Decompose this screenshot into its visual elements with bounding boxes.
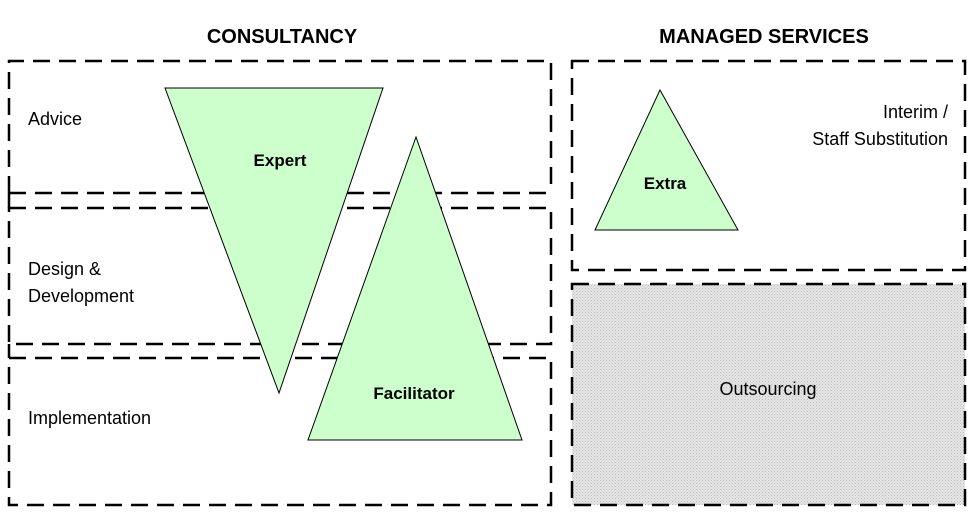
interim-label-line2: Staff Substitution	[812, 129, 948, 149]
design-development-box	[7, 206, 553, 346]
advice-label: Advice	[28, 109, 82, 129]
consultancy-header: CONSULTANCY	[207, 26, 358, 48]
interim-label-line1: Interim /	[883, 102, 948, 122]
extra-label: Extra	[644, 174, 687, 193]
implementation-label: Implementation	[28, 408, 151, 428]
design-label-line1: Design &	[28, 259, 101, 279]
interim-box	[570, 59, 967, 272]
facilitator-label: Facilitator	[373, 384, 455, 403]
expert-triangle	[164, 87, 384, 395]
facilitator-triangle	[307, 135, 523, 441]
expert-label: Expert	[254, 151, 307, 170]
extra-triangle	[594, 88, 739, 231]
outsourcing-fill	[572, 284, 965, 505]
outsourcing-label: Outsourcing	[719, 379, 816, 399]
managed-services-header: MANAGED SERVICES	[659, 26, 869, 48]
advice-box	[7, 59, 553, 193]
outsourcing-box	[570, 282, 967, 507]
design-label-line2: Development	[28, 286, 134, 306]
implementation-box	[7, 356, 553, 507]
